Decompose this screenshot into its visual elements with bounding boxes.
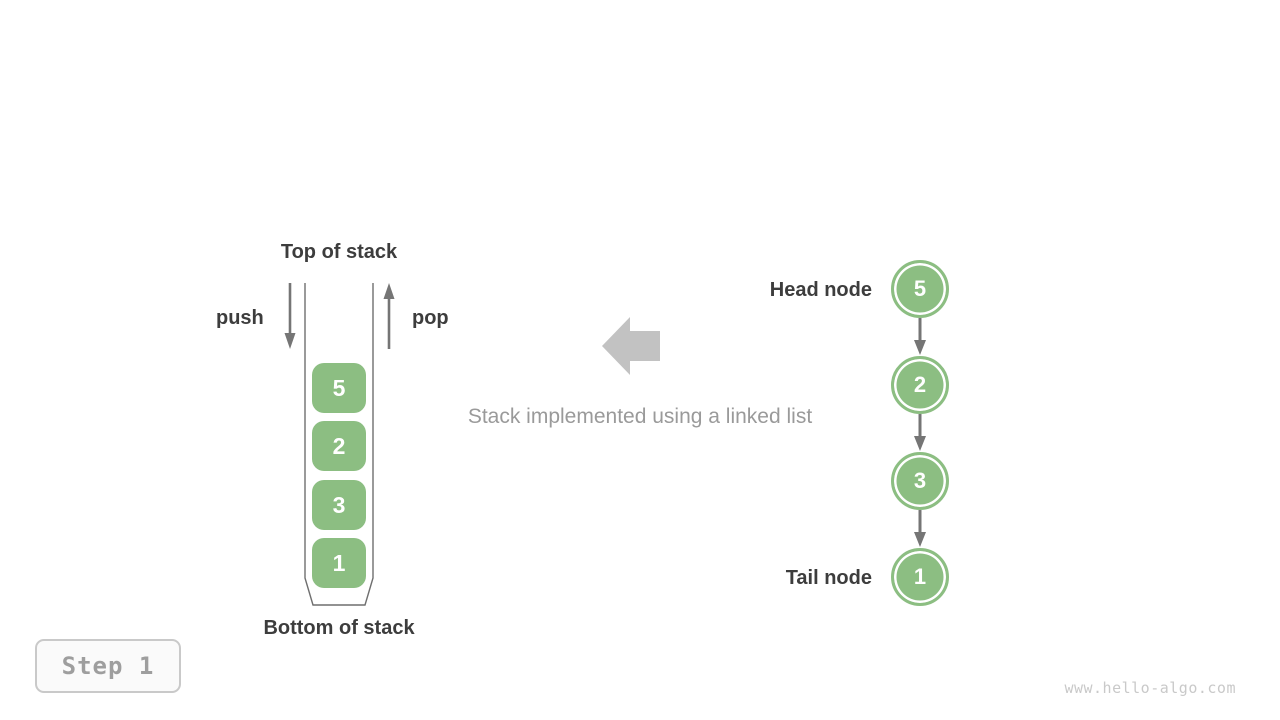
- top-of-stack-label: Top of stack: [280, 241, 398, 263]
- linked-list-node: 1: [891, 548, 949, 606]
- figure-caption: Stack implemented using a linked list: [467, 405, 813, 428]
- linked-list-node: 5: [891, 260, 949, 318]
- stack-item: 1: [312, 538, 366, 588]
- push-label: push: [216, 307, 264, 329]
- link-down-arrow-icon: [914, 510, 926, 547]
- stack-container-outline: [304, 283, 374, 606]
- pop-label: pop: [412, 307, 449, 329]
- stack-item: 3: [312, 480, 366, 530]
- left-block-arrow-icon: [602, 317, 660, 375]
- step-badge: Step 1: [35, 639, 181, 693]
- linked-list-node: 3: [891, 452, 949, 510]
- watermark-text: www.hello-algo.com: [1064, 679, 1236, 697]
- stack-item: 5: [312, 363, 366, 413]
- link-down-arrow-icon: [914, 318, 926, 355]
- bottom-of-stack-label: Bottom of stack: [263, 617, 415, 639]
- pop-up-arrow-icon: [383, 283, 395, 349]
- tail-node-label: Tail node: [785, 567, 872, 589]
- stack-item: 2: [312, 421, 366, 471]
- head-node-label: Head node: [769, 279, 872, 301]
- step-badge-label: Step 1: [61, 652, 155, 680]
- push-down-arrow-icon: [284, 283, 296, 349]
- link-down-arrow-icon: [914, 414, 926, 451]
- linked-list-node: 2: [891, 356, 949, 414]
